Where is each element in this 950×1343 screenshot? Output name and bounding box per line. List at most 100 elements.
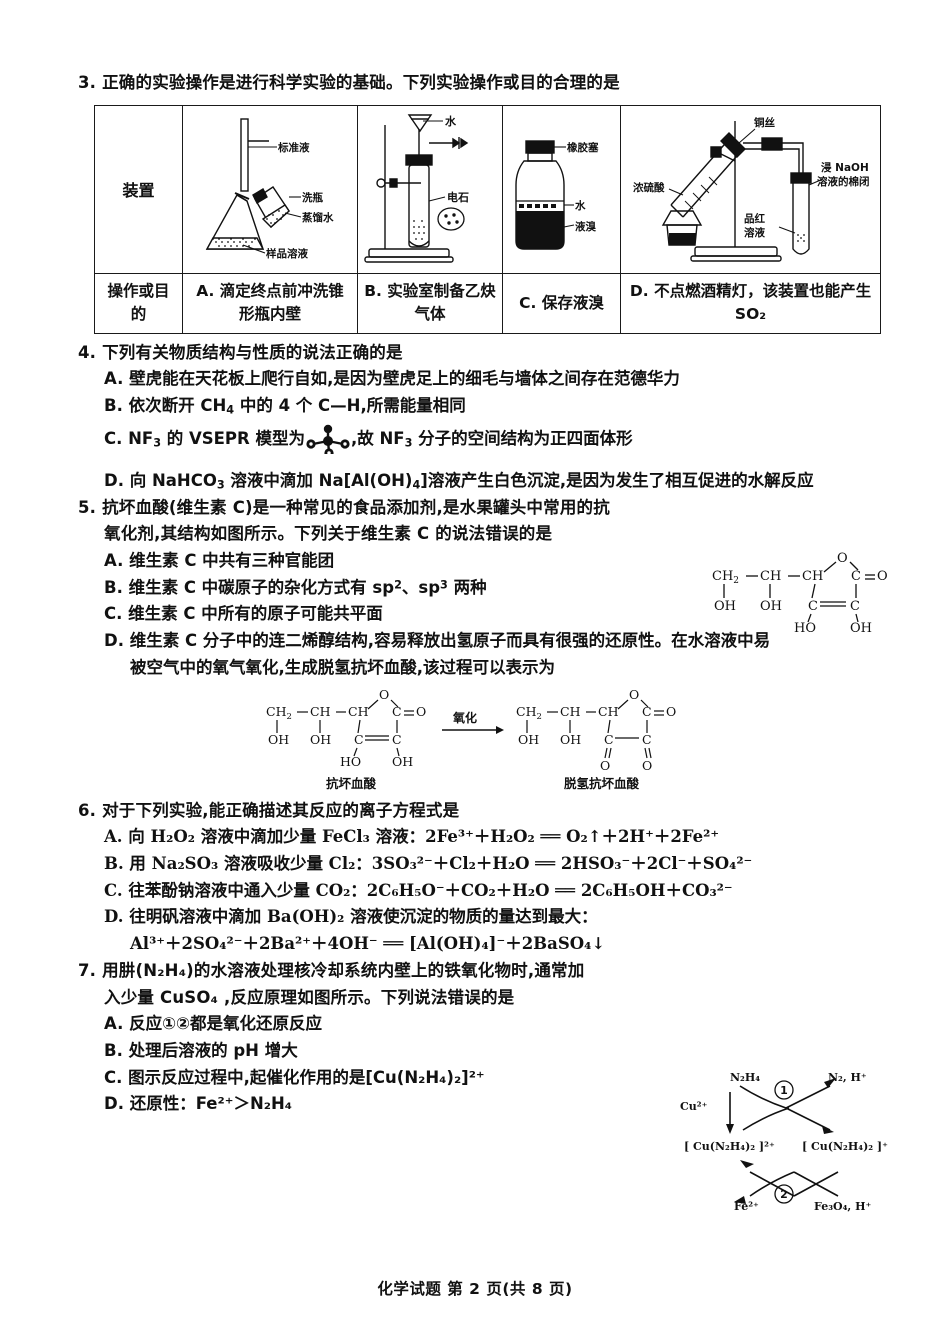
purpose-option-a: A. 滴定终点前冲洗锥形瓶内壁 bbox=[182, 272, 358, 334]
atom-oh-c: OH bbox=[850, 621, 872, 636]
right-oh-a: OH bbox=[518, 732, 539, 747]
right-atom-c: C bbox=[642, 704, 652, 719]
left-atom-ch-b: CH bbox=[348, 704, 369, 719]
optc-mid: 的 VSEPR 模型为 bbox=[161, 428, 305, 448]
scheme-left-caption: 抗坏血酸 bbox=[326, 776, 377, 791]
q5-optb-tail: 两种 bbox=[447, 577, 487, 597]
left-oh-a: OH bbox=[268, 732, 289, 747]
optb-pre: B. 依次断开 CH bbox=[104, 396, 227, 416]
left-oh-c: OH bbox=[392, 754, 413, 769]
bromine-bottle-figure: 橡胶塞 水 液溴 bbox=[504, 107, 619, 272]
question-4-number: 4. bbox=[78, 342, 97, 362]
question-6-option-d-line2: Al³⁺＋2SO₄²⁻＋2Ba²⁺＋4OH⁻ ══ [Al(OH)₄]⁻＋2Ba… bbox=[130, 934, 606, 954]
cycle-n2h4-in: N₂H₄ bbox=[730, 1071, 760, 1084]
label-sample-solution: 样品溶液 bbox=[266, 247, 308, 260]
q5-optb-mid: 、sp bbox=[401, 577, 441, 597]
figure-cell-bromine: 橡胶塞 水 液溴 bbox=[502, 104, 621, 274]
question-6-stem: 6. 对于下列实验,能正确描述其反应的离子方程式是 bbox=[78, 798, 890, 825]
label-liquid-bromine: 液溴 bbox=[575, 220, 596, 233]
atom-ho: HO bbox=[794, 621, 816, 636]
question-5-option-c: C. 维生素 C 中所有的原子可能共平面 bbox=[104, 604, 383, 624]
purpose-option-c: C. 保存液溴 bbox=[502, 272, 621, 334]
question-6-option-c: C. 往苯酚钠溶液中通入少量 CO₂：2C₆H₅O⁻＋CO₂＋H₂O ══ 2C… bbox=[104, 880, 733, 900]
question-6-option-d-line1: D. 往明矾溶液中滴加 Ba(OH)₂ 溶液使沉淀的物质的量达到最大： bbox=[104, 907, 598, 927]
cycle-fe3o4-in: Fe₃O₄, H⁺ bbox=[814, 1200, 871, 1213]
acetylene-generator-figure: 水 电石 bbox=[359, 107, 501, 272]
right-o-k-a: O bbox=[600, 758, 610, 773]
question-5-option-b: B. 维生素 C 中碳原子的杂化方式有 sp2、sp3 两种 bbox=[78, 575, 890, 602]
left-atom-o-ring: O bbox=[379, 688, 389, 702]
cycle-fe2-out: Fe²⁺ bbox=[734, 1200, 759, 1213]
question-5-number: 5. bbox=[78, 497, 97, 517]
atom-c-carbonyl: C bbox=[851, 569, 861, 584]
atom-ch-a: CH bbox=[760, 569, 781, 584]
label-fuchsin-line2: 溶液 bbox=[744, 226, 765, 239]
figure-cell-titration: 标准液 洗瓶 蒸馏水 样品溶液 bbox=[182, 104, 358, 274]
catalytic-cycle-diagram: N₂H₄ N₂, H⁺ Cu²⁺ [ Cu(N₂H₄)₂ ]²⁺ [ Cu(N₂… bbox=[678, 1068, 908, 1222]
question-7-stem-line2: 入少量 CuSO₄ ,反应原理如图所示。下列说法错误的是 bbox=[104, 987, 515, 1007]
right-atom-ch-a: CH bbox=[560, 704, 581, 719]
q5-optb-sup2: 3 bbox=[440, 577, 448, 591]
right-atom-o-db: O bbox=[666, 704, 676, 719]
row-header-apparatus: 装置 bbox=[94, 104, 183, 274]
cycle-cu2-in: Cu²⁺ bbox=[680, 1100, 708, 1113]
titration-flask-figure: 标准液 洗瓶 蒸馏水 样品溶液 bbox=[184, 107, 356, 272]
cycle-step-1: 1 bbox=[780, 1084, 788, 1097]
apparatus-table: 装置 bbox=[94, 104, 881, 334]
table-row-apparatus: 装置 bbox=[94, 104, 881, 274]
question-7-stem-line1: 7. 用肼(N₂H₄)的水溶液处理核冷却系统内壁上的铁氧化物时,通常加 bbox=[78, 958, 890, 985]
atom-c-ene-a: C bbox=[808, 599, 818, 614]
vitamin-c-structure: CH2 CH CH C O O C C OH OH HO OH bbox=[710, 548, 910, 642]
scheme-right-caption: 脱氢抗坏血酸 bbox=[564, 776, 640, 791]
atom-oh-b: OH bbox=[760, 599, 782, 614]
atom-o-ring: O bbox=[837, 551, 848, 566]
right-atom-c-k-b: C bbox=[642, 732, 652, 747]
question-5-option-d-line2: 被空气中的氧气氧化,生成脱氢抗坏血酸,该过程可以表示为 bbox=[130, 657, 556, 677]
question-7-option-b: B. 处理后溶液的 pH 增大 bbox=[104, 1041, 298, 1061]
left-atom-ch-a: CH bbox=[310, 704, 331, 719]
label-calcium-carbide: 电石 bbox=[447, 190, 469, 204]
label-water: 水 bbox=[445, 114, 457, 128]
question-5-option-d-line1: D. 维生素 C 分子中的连二烯醇结构,容易释放出氢原子而具有很强的还原性。在水… bbox=[104, 631, 771, 651]
left-atom-c-ene-a: C bbox=[354, 732, 364, 747]
atom-ch-b: CH bbox=[802, 569, 823, 584]
table-row-purpose: 操作或目的 A. 滴定终点前冲洗锥形瓶内壁 B. 实验室制备乙炔气体 C. 保存… bbox=[94, 272, 881, 334]
question-4-option-a: A. 壁虎能在天花板上爬行自如,是因为壁虎足上的细毛与墙体之间存在范德华力 bbox=[104, 369, 680, 389]
atom-oh-a: OH bbox=[714, 599, 736, 614]
vsepr-model-icon bbox=[305, 424, 351, 468]
label-naoh-cotton-line1: 浸 NaOH bbox=[821, 161, 869, 174]
optd-mid2: ]溶液产生白色沉淀,是因为发生了相互促进的水解反应 bbox=[420, 470, 814, 490]
page-footer: 化学试题 第 2 页(共 8 页) bbox=[377, 1280, 573, 1298]
left-atom-c: C bbox=[392, 704, 402, 719]
atom-ch2: CH2 bbox=[712, 569, 739, 586]
left-atom-c-ene-b: C bbox=[392, 732, 402, 747]
right-atom-c-k-a: C bbox=[604, 732, 614, 747]
question-3-text: 正确的实验操作是进行科学实验的基础。下列实验操作或目的合理的是 bbox=[102, 73, 620, 92]
cycle-right-species: [ Cu(N₂H₄)₂ ]⁺ bbox=[802, 1140, 888, 1153]
question-4-option-b: B. 依次断开 CH4 中的 4 个 C—H,所需能量相同 bbox=[78, 393, 890, 420]
question-7-text1: 用肼(N₂H₄)的水溶液处理核冷却系统内壁上的铁氧化物时,通常加 bbox=[102, 960, 585, 980]
question-7-option-c: C. 图示反应过程中,起催化作用的是[Cu(N₂H₄)₂]²⁺ bbox=[104, 1067, 485, 1087]
scheme-arrow-label: 氧化 bbox=[452, 710, 477, 725]
label-rubber-stopper: 橡胶塞 bbox=[567, 141, 599, 154]
question-7-option-d: D. 还原性：Fe²⁺＞N₂H₄ bbox=[104, 1094, 293, 1114]
question-5-stem-line2: 氧化剂,其结构如图所示。下列关于维生素 C 的说法错误的是 bbox=[104, 524, 553, 544]
question-5-text1: 抗坏血酸(维生素 C)是一种常见的食品添加剂,是水果罐头中常用的抗 bbox=[102, 497, 610, 517]
left-ho: HO bbox=[340, 754, 361, 769]
optd-pre: D. 向 NaHCO bbox=[104, 470, 217, 490]
cycle-step-2: 2 bbox=[780, 1188, 788, 1201]
optd-sub2: 4 bbox=[412, 478, 421, 492]
cycle-n2-h-out: N₂, H⁺ bbox=[828, 1071, 867, 1084]
so2-apparatus-figure: 铜丝 浓硫酸 浸 NaOH 溶液的棉闭 品红 溶液 bbox=[622, 107, 879, 272]
right-atom-o-ring: O bbox=[629, 688, 639, 702]
figure-cell-acetylene: 水 电石 bbox=[357, 104, 503, 274]
label-distilled-water: 蒸馏水 bbox=[302, 211, 334, 224]
optc-sub2: 3 bbox=[404, 436, 413, 450]
atom-o-carbonyl: O bbox=[877, 569, 888, 584]
question-3-number: 3. bbox=[78, 73, 97, 92]
purpose-option-d: D. 不点燃酒精灯，该装置也能产生 SO₂ bbox=[620, 272, 881, 334]
optd-sub1: 3 bbox=[216, 478, 225, 492]
left-atom-ch2: CH2 bbox=[266, 704, 292, 722]
question-6-text: 对于下列实验,能正确描述其反应的离子方程式是 bbox=[102, 800, 460, 820]
